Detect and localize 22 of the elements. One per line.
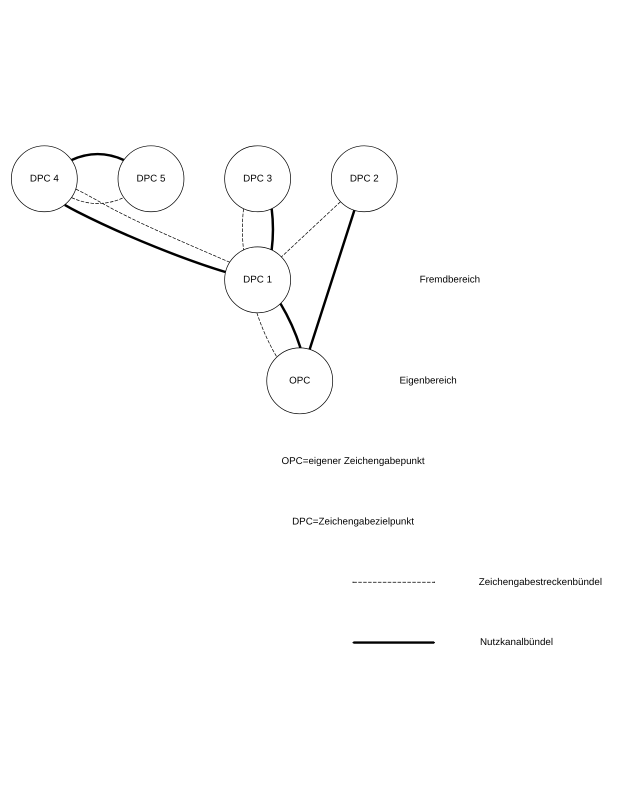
label: Eigenbereich	[399, 374, 457, 386]
node-circle: DPC 5	[118, 144, 184, 212]
node-circle: OPC	[266, 347, 334, 414]
connector	[256, 312, 278, 357]
connector	[64, 203, 226, 273]
label: Fremdbereich	[420, 274, 480, 285]
legend-label: Nutzkanalbündel	[480, 636, 554, 648]
connector	[281, 201, 341, 257]
label: OPC=eigener Zeichengabepunkt	[281, 456, 425, 467]
node-circle: DPC 3	[224, 144, 291, 212]
connector	[71, 152, 124, 161]
node-circle: DPC 1	[224, 246, 291, 313]
connector	[279, 302, 302, 348]
connector	[242, 208, 244, 250]
connector	[308, 210, 356, 350]
legend-label: Zeichengabestreckenbündel	[478, 576, 602, 588]
connector	[270, 208, 274, 250]
node-circle: DPC 2	[330, 144, 398, 212]
label: DPC=Zeichengabezielpunkt	[292, 516, 414, 527]
node-circle: DPC 4	[11, 144, 78, 212]
connector	[76, 188, 230, 262]
connector	[71, 196, 124, 204]
